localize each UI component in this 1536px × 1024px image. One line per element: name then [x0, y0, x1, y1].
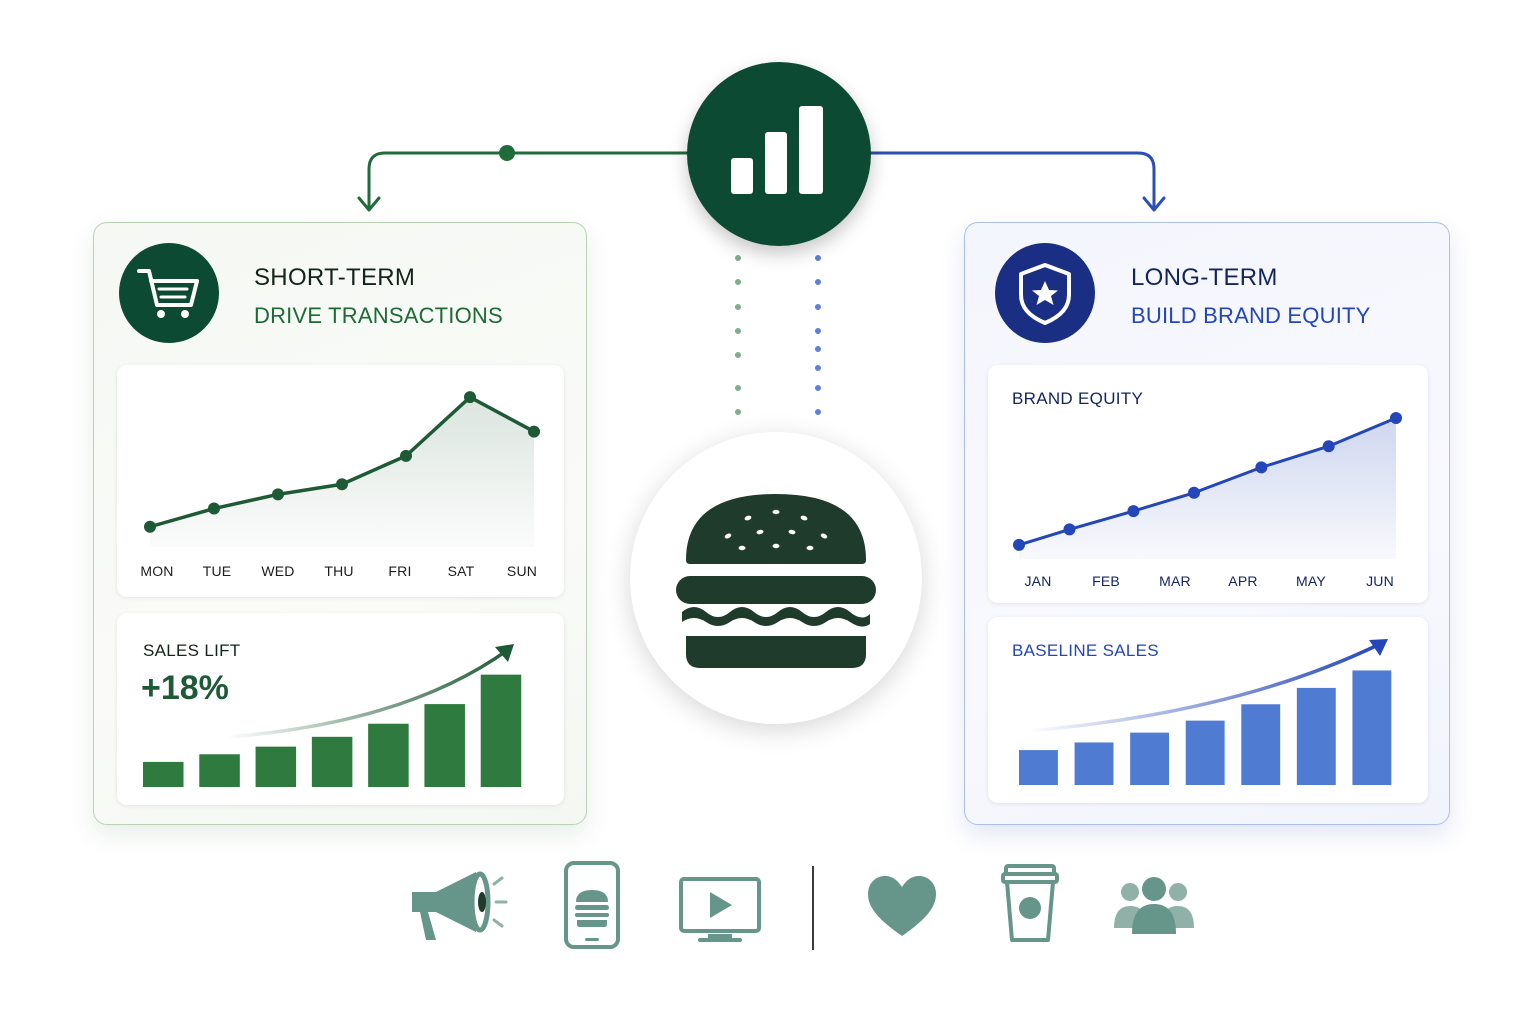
- x-tick-label: MON: [140, 563, 174, 579]
- hub-circle: [687, 62, 871, 246]
- x-tick-label: MAR: [1159, 573, 1191, 589]
- burger-circle: [630, 432, 922, 724]
- long-term-subtitle: BUILD BRAND EQUITY: [1131, 303, 1371, 328]
- long-term-panel: LONG-TERM BUILD BRAND EQUITY BRAND EQUIT…: [964, 222, 1450, 825]
- short-term-badge: [119, 243, 219, 343]
- shield-star-icon: [1019, 263, 1071, 325]
- data-point: [1127, 505, 1140, 518]
- phone-burger-icon: [563, 860, 621, 950]
- x-tick-label: THU: [324, 563, 354, 579]
- sales-lift-chart: [143, 644, 522, 787]
- heart-icon: [866, 874, 938, 938]
- trend-arrow: [226, 647, 511, 739]
- bar: [424, 704, 465, 787]
- bar: [1185, 720, 1225, 785]
- shopping-cart-icon: [137, 269, 199, 318]
- data-point: [1013, 538, 1025, 551]
- bar-chart-icon: [731, 106, 823, 194]
- data-point: [464, 391, 476, 404]
- data-point: [1188, 486, 1201, 499]
- x-tick-label: WED: [261, 563, 295, 579]
- sales-lift-label: SALES LIFT: [143, 641, 241, 660]
- divider: [811, 866, 815, 950]
- short-term-subtitle: DRIVE TRANSACTIONS: [254, 303, 503, 328]
- long-term-title: LONG-TERM: [1131, 264, 1278, 291]
- x-tick-label: FEB: [1092, 573, 1120, 589]
- data-point: [400, 449, 412, 462]
- x-tick-label: MAY: [1296, 573, 1326, 589]
- data-point: [528, 425, 540, 438]
- data-point: [336, 478, 348, 491]
- bar: [143, 761, 184, 787]
- data-point: [1063, 523, 1076, 536]
- bar: [1241, 704, 1281, 785]
- data-point: [1322, 440, 1335, 453]
- burger-icon: [676, 494, 876, 668]
- x-tick-label: SUN: [506, 563, 538, 579]
- group-icon: [1112, 876, 1196, 938]
- x-tick-label: SAT: [447, 563, 475, 579]
- trend-arrowhead: [1369, 639, 1388, 656]
- data-point: [272, 488, 284, 501]
- connector-short-term-arrowhead: [357, 196, 381, 212]
- video-play-icon: [678, 876, 762, 944]
- short-term-title: SHORT-TERM: [254, 264, 416, 291]
- daily-trend-chart: [144, 391, 540, 547]
- trend-arrowhead: [495, 644, 514, 662]
- x-tick-label: JUN: [1366, 573, 1394, 589]
- dotted-line-blue: [815, 255, 821, 415]
- megaphone-icon: [406, 862, 510, 946]
- bar: [199, 754, 240, 787]
- dotted-line-green: [735, 255, 741, 415]
- sales-lift-value: +18%: [141, 669, 229, 707]
- connector-long-term-arrowhead: [1142, 196, 1166, 212]
- long-term-badge: [995, 243, 1095, 343]
- daily-trend-card: MON TUE WED THU FRI SAT SUN: [117, 365, 564, 597]
- bar: [1074, 742, 1114, 785]
- bar: [368, 723, 409, 787]
- connector-dot: [499, 145, 515, 161]
- brand-equity-card: BRAND EQUITY JAN FEB MAR APR MAY JUN: [988, 365, 1428, 603]
- bar: [1130, 732, 1170, 785]
- brand-equity-label: BRAND EQUITY: [1012, 389, 1144, 408]
- bar: [480, 674, 522, 787]
- x-tick-label: APR: [1228, 573, 1258, 589]
- sales-lift-card: SALES LIFT +18%: [117, 613, 564, 805]
- bar: [1019, 750, 1058, 785]
- connector-long-term: [868, 151, 1156, 208]
- bar: [1296, 687, 1336, 785]
- baseline-sales-label: BASELINE SALES: [1012, 641, 1159, 660]
- baseline-sales-card: BASELINE SALES: [988, 617, 1428, 803]
- bar: [255, 746, 297, 787]
- data-point: [208, 502, 220, 515]
- series-area: [150, 397, 534, 547]
- coffee-cup-icon: [1000, 862, 1060, 944]
- data-point: [1255, 461, 1268, 474]
- data-point: [1390, 412, 1402, 425]
- trend-arrow: [1027, 641, 1383, 733]
- baseline-sales-chart: [1019, 639, 1392, 785]
- brand-equity-chart: [1013, 412, 1402, 559]
- data-point: [144, 520, 156, 533]
- x-tick-label: TUE: [202, 563, 232, 579]
- bar: [1352, 670, 1392, 785]
- x-tick-label: FRI: [388, 563, 412, 579]
- bar: [311, 736, 353, 787]
- x-tick-label: JAN: [1024, 573, 1052, 589]
- short-term-panel: SHORT-TERM DRIVE TRANSACTIONS MON TUE WE…: [93, 222, 587, 825]
- connector-short-term: [367, 151, 690, 208]
